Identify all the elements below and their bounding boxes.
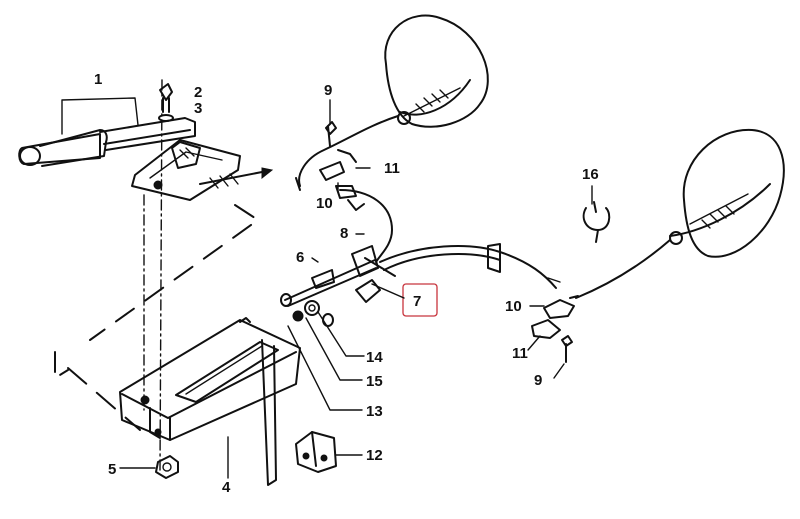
callout-2: 2 [194,84,202,101]
callout-8: 8 [340,225,348,242]
brake-lever [18,97,274,201]
callout-11-upper: 11 [384,160,400,177]
callout-14: 14 [366,349,383,366]
clip-12 [295,431,363,473]
callout-12: 12 [366,447,383,464]
clamp-16 [582,185,611,243]
callout-7: 7 [413,293,421,310]
nut-5 [119,455,179,479]
callout-labels: 1 2 3 4 5 6 7 8 9 9 10 10 11 11 12 13 14… [94,71,599,496]
callout-9-upper: 9 [324,82,332,99]
floor-outline [54,204,259,431]
callout-4: 4 [222,479,231,496]
left-cable [295,99,399,263]
callout-9-lower: 9 [534,372,542,389]
upper-brake-drum [384,14,489,128]
callout-1: 1 [94,71,102,88]
right-brake-drum [669,128,785,258]
highlight-box-7 [402,283,438,317]
callout-15: 15 [366,373,383,390]
callout-6: 6 [296,249,304,266]
callout-13: 13 [366,403,383,420]
right-cable [379,239,671,299]
callout-10-upper: 10 [316,195,333,212]
callout-3: 3 [194,100,202,117]
callout-11-lower: 11 [512,345,528,362]
callout-5: 5 [108,461,116,478]
callout-16: 16 [582,166,599,183]
center-bolt [143,79,174,471]
base-bracket [119,317,301,486]
equalizer-assembly [280,233,396,411]
right-bracket-set [527,299,575,379]
callout-10-lower: 10 [505,298,522,315]
